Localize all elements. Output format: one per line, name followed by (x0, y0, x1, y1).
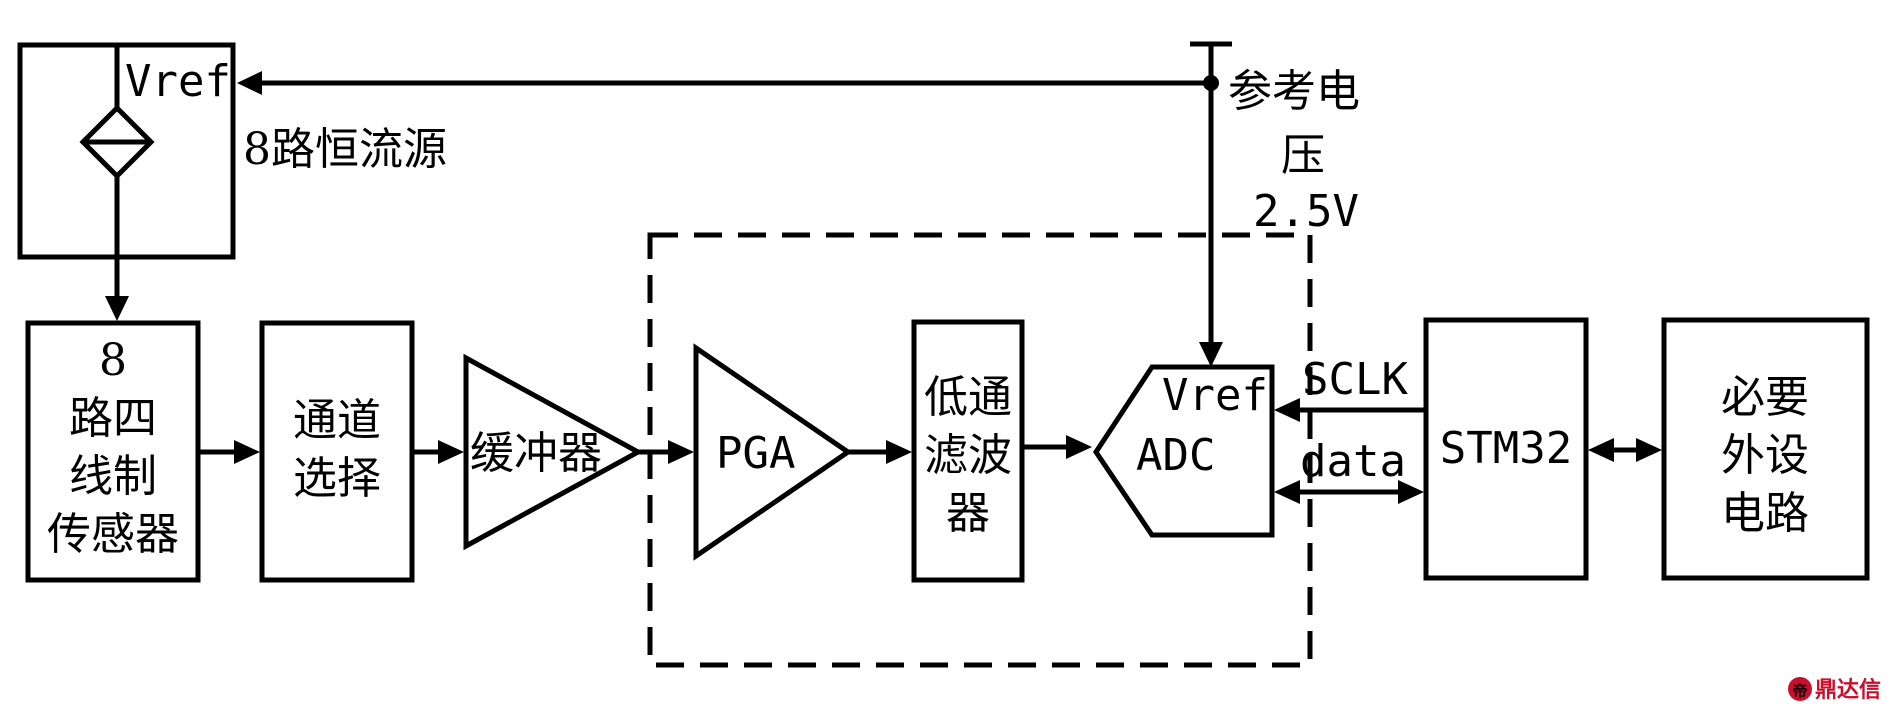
watermark-text: 鼎达信 (1815, 677, 1881, 703)
lowpass-filter-block (911, 319, 1025, 583)
pga-to-filter-arrowhead (886, 440, 912, 464)
source-to-sensor-arrowhead (105, 296, 129, 321)
sclk-label: SCLK (1302, 354, 1408, 405)
stm32-block (1423, 317, 1589, 581)
peripheral-label-line1: 必要 (1721, 372, 1809, 423)
filter-to-adc-arrowhead (1066, 435, 1092, 459)
peripheral-label-line2: 外设 (1721, 430, 1809, 481)
adc-label: ADC (1136, 430, 1215, 481)
lowpass-label-line3: 器 (946, 488, 990, 539)
data-arrowhead-right (1398, 480, 1424, 504)
channel-select-line1: 通道 (293, 395, 381, 446)
channel-select-line2: 选择 (293, 453, 381, 504)
sensor-label-line3: 线制 (69, 451, 157, 502)
pga-label: PGA (716, 428, 795, 479)
reference-label-line1: 参考电 (1228, 66, 1360, 117)
analog-frontend-boundary (647, 232, 1313, 668)
reference-to-source-arrowhead (237, 71, 262, 95)
watermark-logo-icon (1788, 677, 1812, 701)
mcu-peripheral-arrowhead-left (1588, 438, 1614, 462)
watermark-logo-glyph: 帝 (1792, 682, 1807, 700)
stm32-label: STM32 (1440, 423, 1572, 474)
data-arrowhead-left (1274, 480, 1300, 504)
lowpass-label-line2: 滤波 (924, 430, 1012, 481)
mcu-peripheral-arrowhead-right (1636, 438, 1662, 462)
sensor-label-line4: 传感器 (47, 509, 179, 560)
sensor-label-line2: 路四 (69, 393, 157, 444)
source-vref-label: Vref (125, 56, 231, 107)
source-label: 8路恒流源 (243, 124, 447, 175)
channel-select-block (259, 320, 415, 583)
current-source-block (17, 42, 236, 260)
adc-vref-label: Vref (1162, 370, 1268, 421)
pga-amplifier (693, 343, 853, 561)
buffer-to-pga-arrowhead (668, 440, 694, 464)
sensor-to-channel-arrowhead (234, 440, 260, 464)
sensor-label-line1: 8 (99, 335, 127, 386)
channel-to-buffer-arrowhead (438, 440, 464, 464)
reference-voltage: 2.5V (1253, 186, 1359, 237)
lowpass-label-line1: 低通 (924, 372, 1012, 423)
buffer-amplifier (463, 353, 644, 551)
reference-label-line2: 压 (1281, 130, 1325, 181)
adc-block (1092, 364, 1275, 538)
sclk-arrowhead (1274, 398, 1300, 422)
buffer-label: 缓冲器 (470, 428, 602, 479)
reference-to-adc-arrowhead (1199, 342, 1223, 367)
data-label: data (1300, 436, 1406, 487)
peripheral-label-line3: 电路 (1721, 488, 1809, 539)
peripheral-block (1661, 317, 1870, 581)
